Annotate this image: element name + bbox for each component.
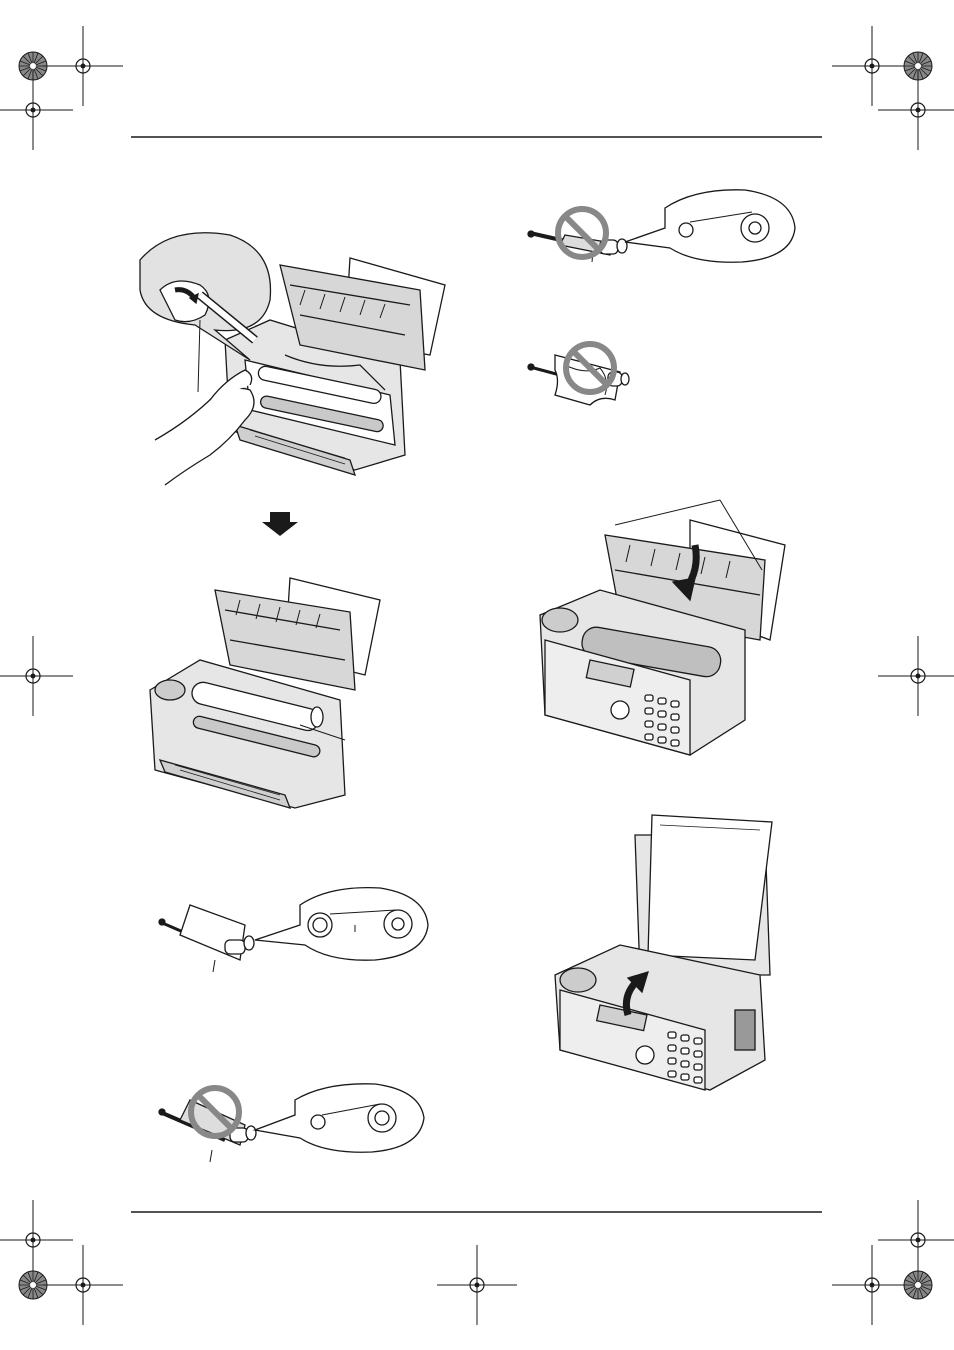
correct-film-roll-illustration: [159, 888, 428, 972]
close-cover-illustration: [540, 500, 785, 755]
remove-old-film-illustration: [140, 233, 445, 485]
paper-loaded-illustration: [555, 815, 772, 1090]
down-arrow-icon: [262, 512, 298, 536]
registration-marks: [0, 26, 954, 1325]
film-installed-illustration: [150, 578, 380, 808]
